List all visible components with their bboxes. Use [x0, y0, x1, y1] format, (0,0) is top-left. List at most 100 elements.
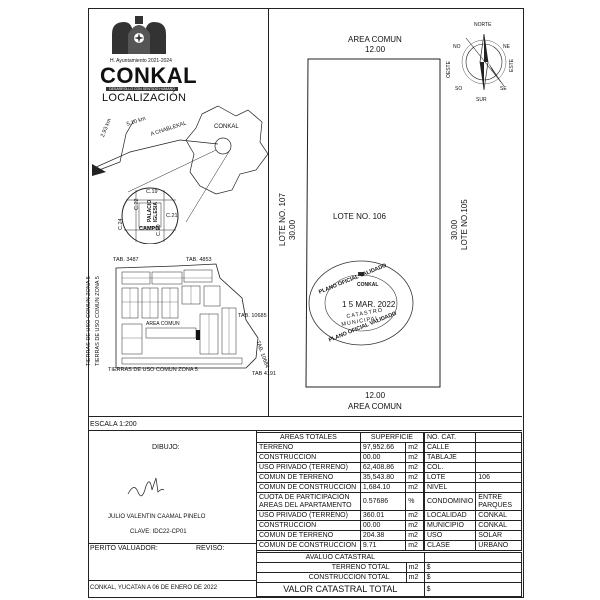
table-row: COMUN DE CONSTRUCCION 9.71 m2: [256, 540, 424, 551]
row-value: 0.57686: [359, 492, 407, 511]
street-c22: C.22: [134, 198, 140, 210]
info-label: NO. CAT.: [423, 432, 477, 443]
info-label: COL.: [423, 462, 477, 473]
conkal-logo-icon: [112, 16, 166, 54]
campo-label: CAMPO: [139, 226, 160, 232]
row-unit: m2: [405, 452, 424, 463]
info-label: CONDOMINIO: [423, 492, 477, 511]
info-label: LOTE: [423, 472, 477, 483]
common-area-label: AREA COMUN: [146, 321, 180, 327]
stamp-logo-text: CONKAL: [357, 282, 379, 288]
signature-icon: [127, 477, 165, 497]
clave-label: CLAVE: IDC22-CP01: [130, 529, 187, 535]
terreno-total-unit: m2: [405, 562, 425, 573]
row-unit: m2: [405, 442, 424, 453]
avaluo-header-blank: [423, 552, 523, 563]
validation-stamp-icon: [308, 260, 414, 346]
right-lot-label: LOTE NO.105: [460, 199, 469, 250]
outer-border: [88, 8, 524, 598]
table-row: COMUN DE TERRENO 35,543.80 m2: [256, 472, 424, 483]
row-value: 62,408.86: [359, 462, 407, 473]
perito-rule: [88, 543, 256, 544]
street-c21: C.21: [166, 213, 178, 219]
avaluo-title: AVALUO CATASTRAL: [256, 552, 425, 563]
info-value: SOLAR: [475, 530, 522, 541]
panel-divider: [268, 8, 269, 416]
terreno-total-currency: $: [423, 562, 523, 573]
table-row: NIVEL: [423, 482, 522, 493]
palacio-label: PALACIO: [147, 199, 153, 222]
info-value: [475, 462, 522, 473]
row-value: 1,684.10: [359, 482, 407, 493]
table-row: TERRENO TOTAL m2 $: [256, 562, 523, 573]
table-top-rule-2: [88, 430, 522, 431]
info-value: [475, 452, 522, 463]
terreno-total-label: TERRENO TOTAL: [256, 562, 407, 573]
info-label: CALLE: [423, 442, 477, 453]
right-lot-dim: 30.00: [450, 219, 459, 240]
tab-bottom: TAB 4191: [252, 371, 277, 377]
construccion-total-currency: $: [423, 572, 523, 583]
row-label: TERRENO: [256, 442, 361, 453]
avaluo-table: AVALUO CATASTRAL TERRENO TOTAL m2 $ CONS…: [256, 552, 523, 597]
table-row: TABLAJE: [423, 452, 522, 463]
iglesia-label: IGLESIA: [153, 201, 159, 222]
plan-top-label: AREA COMUN: [348, 35, 402, 44]
info-value: [475, 432, 522, 443]
areas-header-row: AREAS TOTALES SUPERFICIE: [256, 432, 425, 443]
row-value: 360.01: [359, 510, 407, 521]
municipio-logo-text: CONKAL: [100, 63, 198, 88]
lot-outline: [305, 58, 441, 388]
tierras-left-1: TIERRAS DE USO COMUN ZONA 5: [86, 276, 92, 366]
row-label: COMUN DE TERRENO: [256, 530, 361, 541]
row-unit: m2: [405, 462, 424, 473]
info-value: [475, 442, 522, 453]
valor-total-label: VALOR CATASTRAL TOTAL: [256, 582, 425, 597]
compass-nw: NO: [453, 44, 461, 50]
plan-bottom-label: AREA COMUN: [348, 402, 402, 411]
lot-number-label: LOTE NO. 106: [333, 212, 386, 221]
town-label: CONKAL: [214, 124, 239, 130]
escala-label: ESCALA 1:200: [90, 421, 137, 428]
table-row: NO. CAT.: [423, 432, 522, 443]
row-value: 00.00: [359, 520, 407, 531]
info-label: TABLAJE: [423, 452, 477, 463]
table-row: CONSTRUCCION 00.00 m2: [256, 452, 424, 463]
info-value: CONKAL: [475, 520, 522, 531]
site-map: [115, 263, 259, 369]
compass-south: SUR: [476, 97, 487, 103]
row-unit: m2: [405, 530, 424, 541]
tab-top-left: TAB. 3487: [113, 257, 139, 263]
row-unit: m2: [405, 520, 424, 531]
tab-right: TAB. 10685: [238, 313, 267, 319]
row-label: CUOTA DE PARTICIPACIÓN AREAS DEL APARTAM…: [256, 492, 361, 511]
info-value: ENTRE PARQUES: [475, 492, 522, 511]
section-title: LOCALIZACIÓN: [102, 92, 187, 104]
street-c19: C.19: [146, 189, 158, 195]
compass-se: SE: [500, 86, 507, 92]
info-value: [475, 482, 522, 493]
table-row: CONSTRUCCION 00.00 m2: [256, 520, 424, 531]
construccion-total-unit: m2: [405, 572, 425, 583]
ayuntamiento-label: H. Ayuntamiento 2021-2024: [110, 58, 172, 64]
tierras-left-2: TIERRAS DE USO COMUN ZONA 5: [95, 276, 101, 366]
table-row: CONSTRUCCION TOTAL m2 $: [256, 572, 523, 583]
footer-rule: [88, 580, 256, 581]
footer-date: CONKAL, YUCATAN A 06 DE ENERO DE 2022: [90, 585, 218, 591]
row-value: 9.71: [359, 540, 407, 551]
table-row: TERRENO 97,952.66 m2: [256, 442, 424, 453]
compass-sw: SO: [455, 86, 463, 92]
info-label: CLASE: [423, 540, 477, 551]
row-label: COMUN DE CONSTRUCCION: [256, 540, 361, 551]
tierras-bottom: TIERRAS DE USO COMUN ZONA 5: [108, 367, 198, 373]
row-label: USO PRIVADO (TERRENO): [256, 462, 361, 473]
row-value: 97,952.66: [359, 442, 407, 453]
compass-ne: NE: [503, 44, 510, 50]
